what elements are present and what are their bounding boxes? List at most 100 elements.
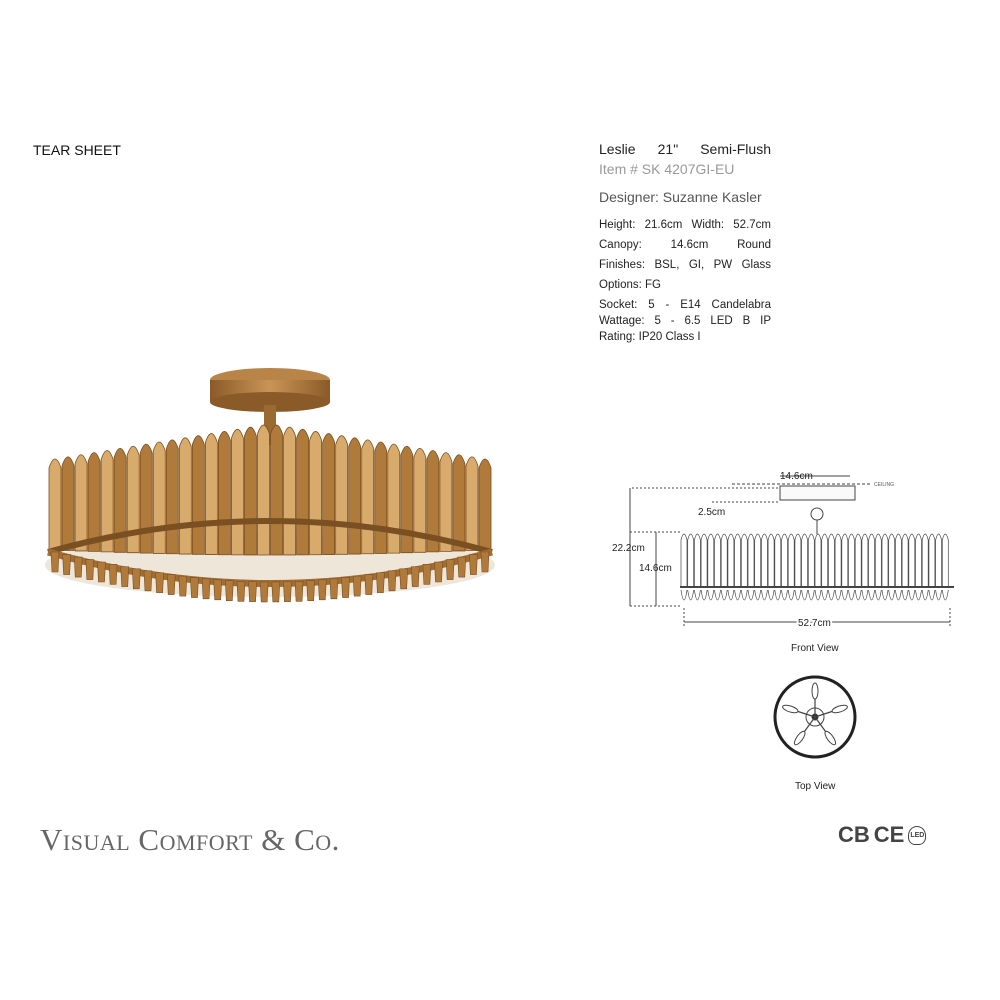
leaf	[270, 424, 283, 556]
drawing-tooth	[874, 589, 882, 601]
leaf	[191, 435, 205, 555]
tooth	[97, 561, 106, 583]
drawing-leaf	[680, 533, 688, 586]
dimension-drawing: 14.6cm CEILING 2.5cm 22.2cm 14.6cm 52.7c…	[612, 471, 954, 792]
drawing-leaf	[781, 533, 788, 586]
candle-bulb	[811, 682, 819, 700]
drawing-leaf	[921, 533, 929, 586]
drawing-tooth	[888, 589, 896, 601]
tooth	[376, 572, 385, 594]
drawing-leaf	[727, 533, 735, 586]
drawing-leaf	[687, 533, 695, 586]
leaf	[478, 458, 492, 551]
drawing-leaf	[821, 533, 829, 586]
spec-socket: Socket: 5 - E14 Candelabra	[599, 299, 771, 311]
tooth	[422, 564, 432, 585]
certification-marks: CB CE LED	[838, 822, 927, 848]
tooth	[201, 578, 211, 600]
width-label: 52.7cm	[798, 618, 831, 629]
product-title: Leslie 21" Semi-Flush	[599, 141, 771, 157]
drawing-tooth	[754, 589, 762, 601]
drawing-tooth	[694, 589, 701, 601]
drawing-tooth	[821, 589, 829, 601]
leaf	[100, 450, 114, 553]
drawing-tooth	[767, 589, 775, 601]
drawing-tooth	[714, 589, 721, 601]
drawing-tooth	[807, 589, 815, 601]
spec-rating: Rating: IP20 Class I	[599, 331, 701, 343]
leaf	[465, 456, 479, 551]
leaf	[374, 441, 388, 554]
drawing-leaf	[774, 533, 782, 586]
leaf	[178, 437, 192, 555]
spec-finishes: Finishes: BSL, GI, PW Glass	[599, 259, 771, 271]
drawing-tooth	[861, 589, 869, 601]
leaf	[400, 445, 414, 554]
drawing-leaf	[787, 533, 795, 586]
drawing-tooth	[935, 589, 942, 601]
tooth	[155, 572, 164, 594]
leaf	[309, 431, 323, 556]
tooth	[236, 581, 246, 602]
leaf	[48, 458, 62, 551]
tooth	[399, 568, 408, 590]
drawing-leaf	[734, 533, 741, 586]
tooth	[480, 551, 490, 573]
spec-canopy: Canopy: 14.6cm Round	[599, 239, 771, 251]
drawing-leaf	[814, 533, 822, 586]
drawing-leaf	[928, 533, 936, 586]
drawing-leaf	[707, 533, 715, 586]
candle-bulb	[793, 730, 806, 746]
ce-mark: CE	[873, 822, 905, 847]
drawing-leaf	[848, 533, 855, 586]
tooth	[294, 581, 304, 602]
visual-comfort-logo: Visual Comfort & Co.	[40, 822, 340, 857]
leaf	[231, 428, 244, 556]
drawing-leaf	[854, 533, 862, 586]
top-view-label: Top View	[795, 781, 836, 792]
drawing-tooth	[908, 589, 916, 601]
drawing-leaf	[861, 533, 869, 586]
leaf	[283, 426, 296, 556]
leaf	[348, 437, 362, 555]
drawing-leaf	[740, 533, 748, 586]
drawing-leaf	[714, 533, 721, 586]
leaf	[126, 445, 140, 554]
leaf	[361, 439, 375, 555]
tooth	[410, 566, 420, 587]
drawing-leaf	[915, 533, 922, 586]
tooth	[225, 580, 234, 601]
tooth	[271, 581, 281, 603]
tooth	[469, 554, 478, 575]
tooth	[457, 556, 467, 578]
leaf	[426, 450, 440, 553]
drawing-leaf	[761, 533, 768, 586]
tooth	[143, 570, 153, 592]
tooth	[329, 578, 339, 600]
drawing-leaf	[941, 533, 949, 586]
tooth	[62, 554, 71, 575]
drawing-tooth	[700, 589, 708, 601]
drawing-tooth	[794, 589, 802, 601]
drawing-tooth	[854, 589, 862, 601]
canopy-drop-label: 2.5cm	[698, 507, 725, 518]
product-specs: Leslie 21" Semi-Flush Item # SK 4207GI-E…	[599, 141, 771, 345]
spec-options: Options: FG	[599, 279, 661, 291]
leaf	[244, 426, 257, 556]
drawing-tooth	[761, 589, 768, 601]
ceiling-label: CEILING	[874, 482, 894, 488]
drawing-tooth	[814, 589, 822, 601]
drawing-leaf	[747, 533, 755, 586]
tooth	[85, 559, 95, 580]
tooth	[283, 581, 292, 603]
leaf	[152, 441, 166, 554]
spec-dimensions: Height: 21.6cm Width: 52.7cm	[599, 219, 771, 231]
tooth	[352, 575, 362, 597]
drawing-leaf	[841, 533, 849, 586]
drawing-tooth	[928, 589, 936, 601]
drawing-tooth	[921, 589, 929, 601]
leaf	[413, 447, 427, 553]
leaf	[87, 452, 101, 552]
tooth	[306, 580, 315, 601]
drawing-leaf	[874, 533, 882, 586]
